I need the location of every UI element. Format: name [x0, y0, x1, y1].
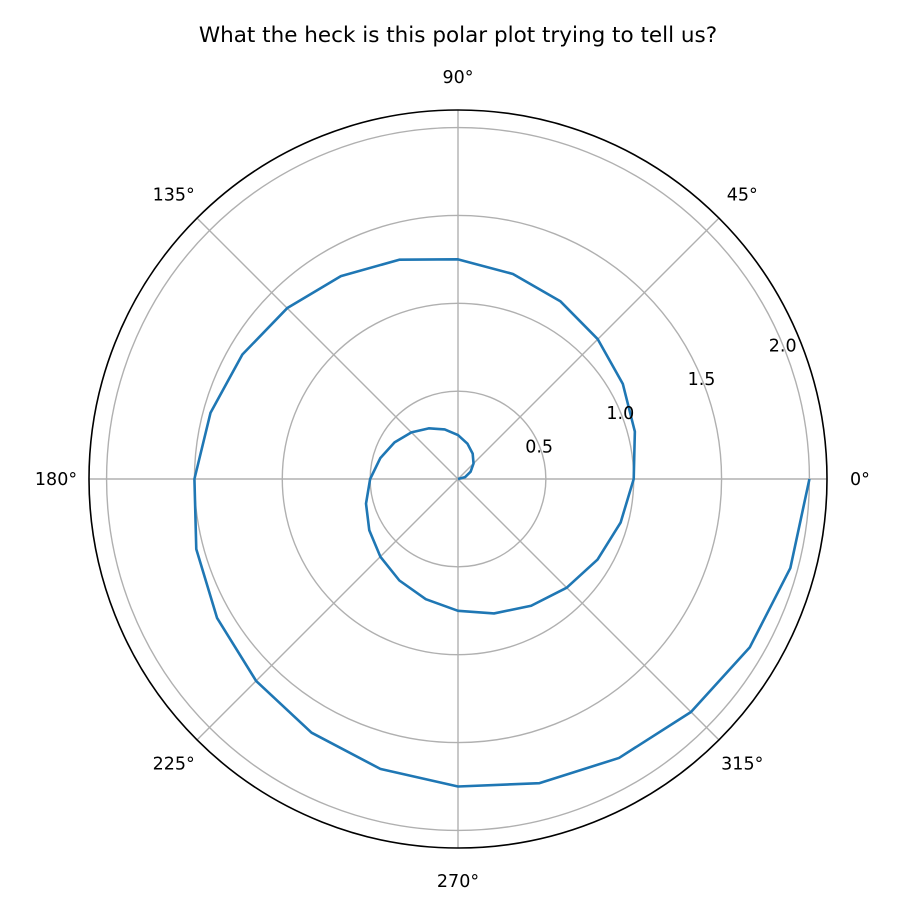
angular-tick-label: 90° [442, 68, 473, 88]
angular-tick-label: 315° [721, 754, 763, 774]
series-line [193, 258, 811, 788]
angular-tick-label: 135° [153, 186, 195, 206]
angular-gridline [457, 217, 720, 480]
angular-gridline [457, 478, 720, 741]
angular-tick-label: 225° [153, 754, 195, 774]
radial-tick-labels: 0.5 1.0 1.5 2.0 [525, 337, 796, 458]
angular-gridline [196, 478, 459, 741]
chart-title: What the heck is this polar plot trying … [199, 23, 717, 48]
angular-tick-label: 0° [850, 470, 870, 490]
radial-tick-label: 1.0 [606, 404, 634, 424]
angular-tick-label: 270° [437, 872, 479, 892]
angular-tick-label: 45° [727, 186, 758, 206]
angular-tick-label: 180° [35, 470, 77, 490]
radial-tick-label: 2.0 [769, 337, 797, 357]
radial-tick-label: 0.5 [525, 437, 553, 457]
series-layer [193, 258, 811, 788]
angular-tick-labels: 0° 45° 90° 135° 180° 225° 270° 315° [35, 68, 870, 892]
angular-gridline [196, 217, 459, 480]
angular-gridlines [89, 110, 827, 848]
polar-frame [88, 109, 828, 849]
radial-tick-label: 1.5 [688, 370, 716, 390]
